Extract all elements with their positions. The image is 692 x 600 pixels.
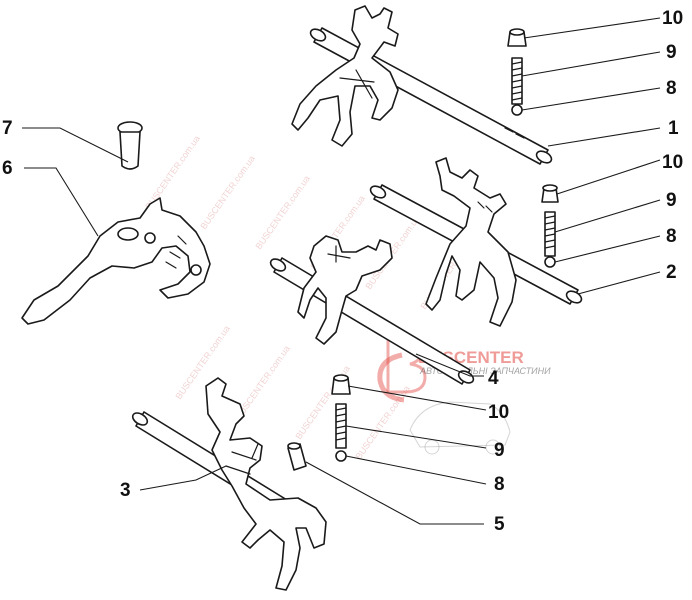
car-sketch-icon bbox=[409, 401, 511, 448]
rod-4-end bbox=[269, 258, 287, 272]
lever-6-pivot bbox=[144, 232, 156, 244]
selector-rod-2 bbox=[369, 157, 583, 327]
callout-9: 9 bbox=[666, 190, 677, 211]
callout-8: 8 bbox=[666, 78, 677, 99]
callout-labels: 10 9 8 1 10 9 8 2 7 6 4 10 9 8 3 5 bbox=[2, 8, 683, 535]
watermark-text: BUSCENTER.com.ua bbox=[253, 174, 311, 251]
callout-10: 10 bbox=[488, 402, 509, 423]
callout-4: 4 bbox=[488, 368, 499, 389]
leader-1 bbox=[547, 127, 661, 147]
lever-6-body bbox=[21, 197, 211, 325]
callout-10: 10 bbox=[662, 8, 683, 29]
pin-7 bbox=[117, 121, 143, 170]
detent-set-c bbox=[331, 374, 351, 462]
leader-9b bbox=[554, 199, 661, 233]
callout-10: 10 bbox=[662, 152, 683, 173]
plug-10a-top bbox=[509, 28, 525, 36]
callout-9: 9 bbox=[666, 42, 677, 63]
ball-8c bbox=[335, 450, 347, 462]
callout-8: 8 bbox=[666, 226, 677, 247]
callout-6: 6 bbox=[2, 158, 13, 179]
fork-3-detail bbox=[225, 443, 259, 475]
leader-10c bbox=[347, 385, 487, 411]
fork-2-body bbox=[425, 157, 517, 327]
fork-1-detail bbox=[339, 69, 375, 99]
fork-2-detail bbox=[477, 201, 493, 213]
rod-3-end bbox=[131, 412, 149, 426]
selector-rod-1 bbox=[291, 5, 553, 165]
lever-6-boss bbox=[117, 227, 139, 241]
callout-8: 8 bbox=[494, 474, 505, 495]
watermark-text: BUSCENTER.com.ua bbox=[143, 134, 201, 211]
rod-2-end bbox=[369, 185, 387, 199]
callout-9: 9 bbox=[494, 440, 505, 461]
pin-7-shank bbox=[119, 131, 141, 170]
rod-4-end bbox=[457, 370, 475, 384]
spring-9c-coils bbox=[335, 407, 347, 441]
ball-8b bbox=[544, 256, 556, 268]
fork-4-detail bbox=[327, 245, 351, 263]
selector-rod-4 bbox=[269, 235, 475, 385]
callout-7: 7 bbox=[2, 118, 13, 139]
leader-5 bbox=[305, 461, 484, 525]
callout-2: 2 bbox=[666, 262, 677, 283]
leader-10a bbox=[523, 17, 661, 39]
leader-9a bbox=[521, 51, 661, 77]
car-wheel-icon bbox=[485, 439, 501, 455]
leader-8c bbox=[345, 455, 487, 485]
leader-lines bbox=[22, 17, 661, 525]
shift-lever-6 bbox=[21, 197, 211, 325]
sleeve-5 bbox=[287, 442, 307, 471]
lever-6-hole bbox=[190, 264, 202, 276]
brand-swoosh-icon bbox=[377, 352, 405, 403]
ball-8a bbox=[511, 104, 523, 116]
leader-10b bbox=[556, 159, 661, 195]
rod-2-end bbox=[565, 290, 583, 304]
lever-6-detail bbox=[165, 235, 187, 269]
selector-rod-3 bbox=[131, 377, 327, 591]
callout-1: 1 bbox=[668, 118, 679, 139]
detent-set-b bbox=[541, 184, 559, 268]
sleeve-5-top bbox=[287, 442, 301, 450]
leader-8a bbox=[521, 87, 661, 111]
rod-1-end bbox=[309, 28, 327, 42]
spring-9a-coils bbox=[511, 61, 523, 101]
fork-3-body bbox=[205, 377, 327, 591]
fork-1-body bbox=[291, 5, 399, 147]
callout-5: 5 bbox=[494, 514, 505, 535]
leader-3 bbox=[139, 465, 227, 491]
leader-7 bbox=[22, 127, 129, 163]
plug-10c-top bbox=[333, 374, 349, 382]
fork-4-body bbox=[297, 235, 393, 345]
plug-10b-top bbox=[542, 184, 558, 192]
leader-9c bbox=[345, 425, 487, 449]
rod-1-notches bbox=[504, 127, 525, 139]
watermark-text: BUSCENTER.com.ua bbox=[198, 154, 256, 231]
leader-2 bbox=[577, 271, 661, 295]
rod-1-end bbox=[535, 150, 553, 164]
leader-6 bbox=[24, 167, 99, 237]
detent-set-a bbox=[507, 28, 527, 116]
leader-4 bbox=[415, 353, 484, 377]
callout-3: 3 bbox=[120, 480, 131, 501]
leader-8b bbox=[554, 235, 661, 263]
spring-9b-coils bbox=[544, 215, 556, 249]
brand-tagline: АВТОМОБІЛЬНІ ЗАПЧАСТИНИ bbox=[419, 366, 551, 376]
